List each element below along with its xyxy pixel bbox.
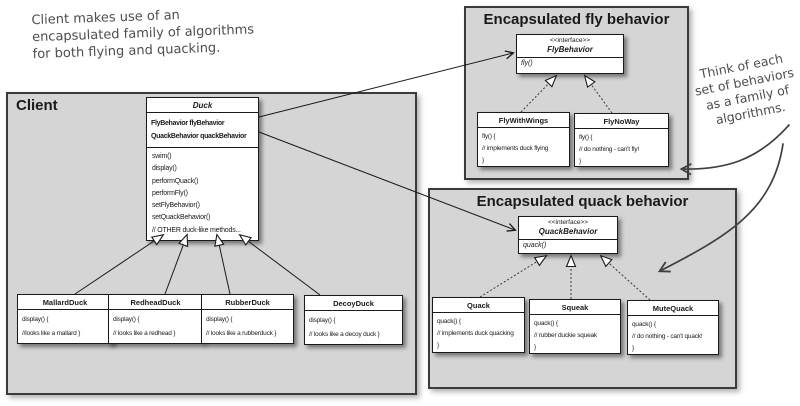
interface-name: FlyBehavior [517, 45, 623, 58]
fly-panel-title: Encapsulated fly behavior [483, 11, 670, 28]
method: swim() [152, 153, 172, 160]
attribute: QuackBehavior quackBehavior [151, 133, 247, 140]
method: // looks like a redhead } [113, 330, 176, 337]
quack-panel-title: Encapsulated quack behavior [476, 193, 689, 210]
quack-class: Quack quack() { // implements duck quack… [432, 297, 525, 353]
method: // do nothing - can't quack! [632, 333, 703, 340]
mutequack-class: MuteQuack quack() { // do nothing - can'… [627, 300, 719, 355]
interface-method: quack() [523, 242, 547, 249]
mallardduck-class: MallardDuck display() { //looks like a m… [17, 294, 113, 344]
class-body: display() { //looks like a mallard } [18, 310, 112, 344]
method: // looks like a decoy duck } [309, 331, 380, 338]
method: fly() { [482, 133, 496, 140]
method: setQuackBehavior() [152, 214, 211, 222]
class-name: Duck [147, 98, 258, 113]
class-name: MallardDuck [18, 295, 112, 310]
duck-methods: swim() display() performQuack() performF… [147, 148, 258, 240]
client-panel-title: Client [16, 97, 58, 114]
class-body: display() { // looks like a redhead } [109, 310, 202, 344]
class-body: display() { // looks like a decoy duck } [305, 311, 402, 345]
class-body: quack() { // implements duck quacking } [433, 313, 524, 355]
squeak-class: Squeak quack() { // rubber duckie squeak… [529, 299, 621, 354]
redheadduck-class: RedheadDuck display() { // looks like a … [108, 294, 203, 344]
method: } [437, 342, 439, 349]
class-name: RubberDuck [202, 295, 293, 310]
flybehavior-interface: <<interface>> FlyBehavior fly() [516, 34, 624, 74]
interface-name: QuackBehavior [519, 227, 617, 240]
interface-stereotype: <<interface>> [549, 37, 591, 44]
decoyduck-class: DecoyDuck display() { // looks like a de… [304, 295, 403, 345]
method: // rubber duckie squeak [534, 332, 597, 339]
family-of-algorithms-annotation: Think of each set of behaviors as a fami… [685, 48, 800, 132]
method: setFlyBehavior() [152, 202, 200, 210]
duck-attributes: FlyBehavior flyBehavior QuackBehavior qu… [147, 113, 258, 148]
method: performFly() [152, 189, 188, 197]
class-body: fly() { // implements duck flying } [478, 128, 569, 170]
class-body: fly() { // do nothing - can't fly! } [575, 129, 668, 171]
method: // do nothing - can't fly! [579, 146, 639, 153]
method: quack() { [632, 321, 656, 328]
method: // implements duck flying [482, 145, 549, 152]
class-name: RedheadDuck [109, 295, 202, 310]
method: display() { [113, 316, 140, 323]
method: } [482, 157, 484, 164]
duck-class: Duck FlyBehavior flyBehavior QuackBehavi… [146, 97, 259, 242]
method: } [579, 158, 581, 165]
method: // OTHER duck-like methods... [152, 226, 241, 234]
method: performQuack() [152, 177, 199, 185]
method: quack() { [437, 318, 461, 325]
method: //looks like a mallard } [22, 330, 81, 337]
class-name: FlyWithWings [478, 113, 569, 128]
flynoway-class: FlyNoWay fly() { // do nothing - can't f… [574, 113, 669, 167]
method: fly() { [579, 134, 593, 141]
class-name: MuteQuack [628, 301, 718, 316]
class-body: quack() { // do nothing - can't quack! } [628, 316, 718, 358]
flywithwings-class: FlyWithWings fly() { // implements duck … [477, 112, 570, 167]
class-body: quack() { // rubber duckie squeak } [530, 315, 620, 357]
client-annotation: Client makes use of an encapsulated fami… [31, 4, 273, 63]
class-name: FlyNoWay [575, 114, 668, 129]
method: } [632, 345, 634, 352]
method: display() { [22, 316, 49, 323]
method: // implements duck quacking [437, 330, 514, 337]
method: display() [152, 165, 177, 173]
interface-stereotype: <<interface>> [547, 219, 589, 226]
attribute: FlyBehavior flyBehavior [151, 120, 225, 127]
method: } [534, 344, 536, 351]
class-body: display() { // looks like a rubberduck } [202, 310, 293, 344]
method: display() { [206, 316, 233, 323]
class-name: DecoyDuck [305, 296, 402, 311]
rubberduck-class: RubberDuck display() { // looks like a r… [201, 294, 294, 344]
method: display() { [309, 317, 336, 324]
class-name: Squeak [530, 300, 620, 315]
class-name: Quack [433, 298, 524, 313]
quackbehavior-interface: <<interface>> QuackBehavior quack() [518, 216, 618, 254]
interface-method: fly() [521, 60, 533, 67]
method: quack() { [534, 320, 558, 327]
method: // looks like a rubberduck } [206, 330, 277, 337]
